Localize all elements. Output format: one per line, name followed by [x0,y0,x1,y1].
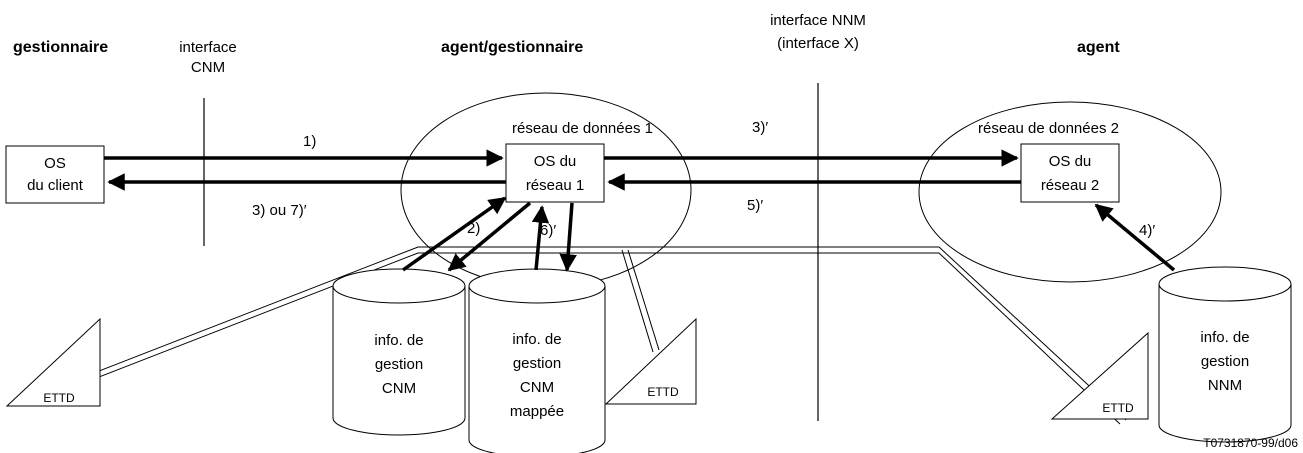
network-2-ellipse [918,101,1222,283]
os-network-2-line2: réseau 2 [1041,177,1099,194]
network-1-label: réseau de données 1 [512,120,653,137]
database-nnm-line1: info. de [1200,329,1249,346]
interface-cnm-label-line1: interface [179,39,237,56]
header-agent-manager: agent/gestionnaire [441,39,583,56]
step-label-6p: 6)′ [540,222,556,239]
os-network-1-line1: OS du [534,153,577,170]
database-cnm-line2: gestion [375,356,423,373]
arrow-step-2 [447,201,532,272]
os-network-1-line2: réseau 1 [526,177,584,194]
header-manager: gestionnaire [13,39,108,56]
arrow-cnm-to-os1 [401,196,507,272]
database-cnm-mapped-line3: CNM [520,379,554,396]
interface-nnm-label-line1: interface NNM [770,12,866,29]
step-label-1: 1) [303,133,316,150]
database-cnm: info. de gestion CNM [332,268,466,436]
dte-terminal-right [1050,331,1149,420]
database-nnm-line2: gestion [1201,353,1249,370]
step-label-4p: 4)′ [1139,222,1155,239]
os-client-box: OS du client [5,145,105,204]
dte-terminal-left [5,317,101,407]
dte-links [62,246,1127,425]
os-client-line2: du client [27,177,84,194]
database-cnm-mapped-line2: gestion [513,355,561,372]
interface-cnm-label-line2: CNM [191,59,225,76]
step-label-3p: 3)′ [752,119,768,136]
database-cnm-mapped: info. de gestion CNM mappée [468,268,606,453]
arrow-mapped-to-os1 [531,205,550,271]
os-client-line1: OS [44,155,66,172]
database-cnm-line3: CNM [382,380,416,397]
dte-label-right: ETTD [1102,401,1134,415]
network-2-label: réseau de données 2 [978,120,1119,137]
database-nnm: info. de gestion NNM [1158,266,1292,443]
step-label-2: 2) [467,220,480,237]
os-network-2-line1: OS du [1049,153,1092,170]
figure-reference: T0731870-99/d06 [1203,436,1298,450]
arrow-step-6p [559,202,577,272]
step-label-5p: 5)′ [747,197,763,214]
database-nnm-line3: NNM [1208,377,1242,394]
dte-label-left: ETTD [43,391,75,405]
os-network-1-box: OS du réseau 1 [505,143,605,203]
header-agent: agent [1077,39,1120,56]
arrow-step-4p [1094,203,1176,272]
step-label-3-or-7: 3) ou 7)′ [252,202,307,219]
os-network-2-box: OS du réseau 2 [1020,143,1120,203]
database-cnm-line1: info. de [374,332,423,349]
dte-terminal-center [604,317,697,405]
database-cnm-mapped-line1: info. de [512,331,561,348]
database-cnm-mapped-line4: mappée [510,403,564,420]
interface-nnm-label-line2: (interface X) [777,35,859,52]
dte-label-center: ETTD [647,385,679,399]
